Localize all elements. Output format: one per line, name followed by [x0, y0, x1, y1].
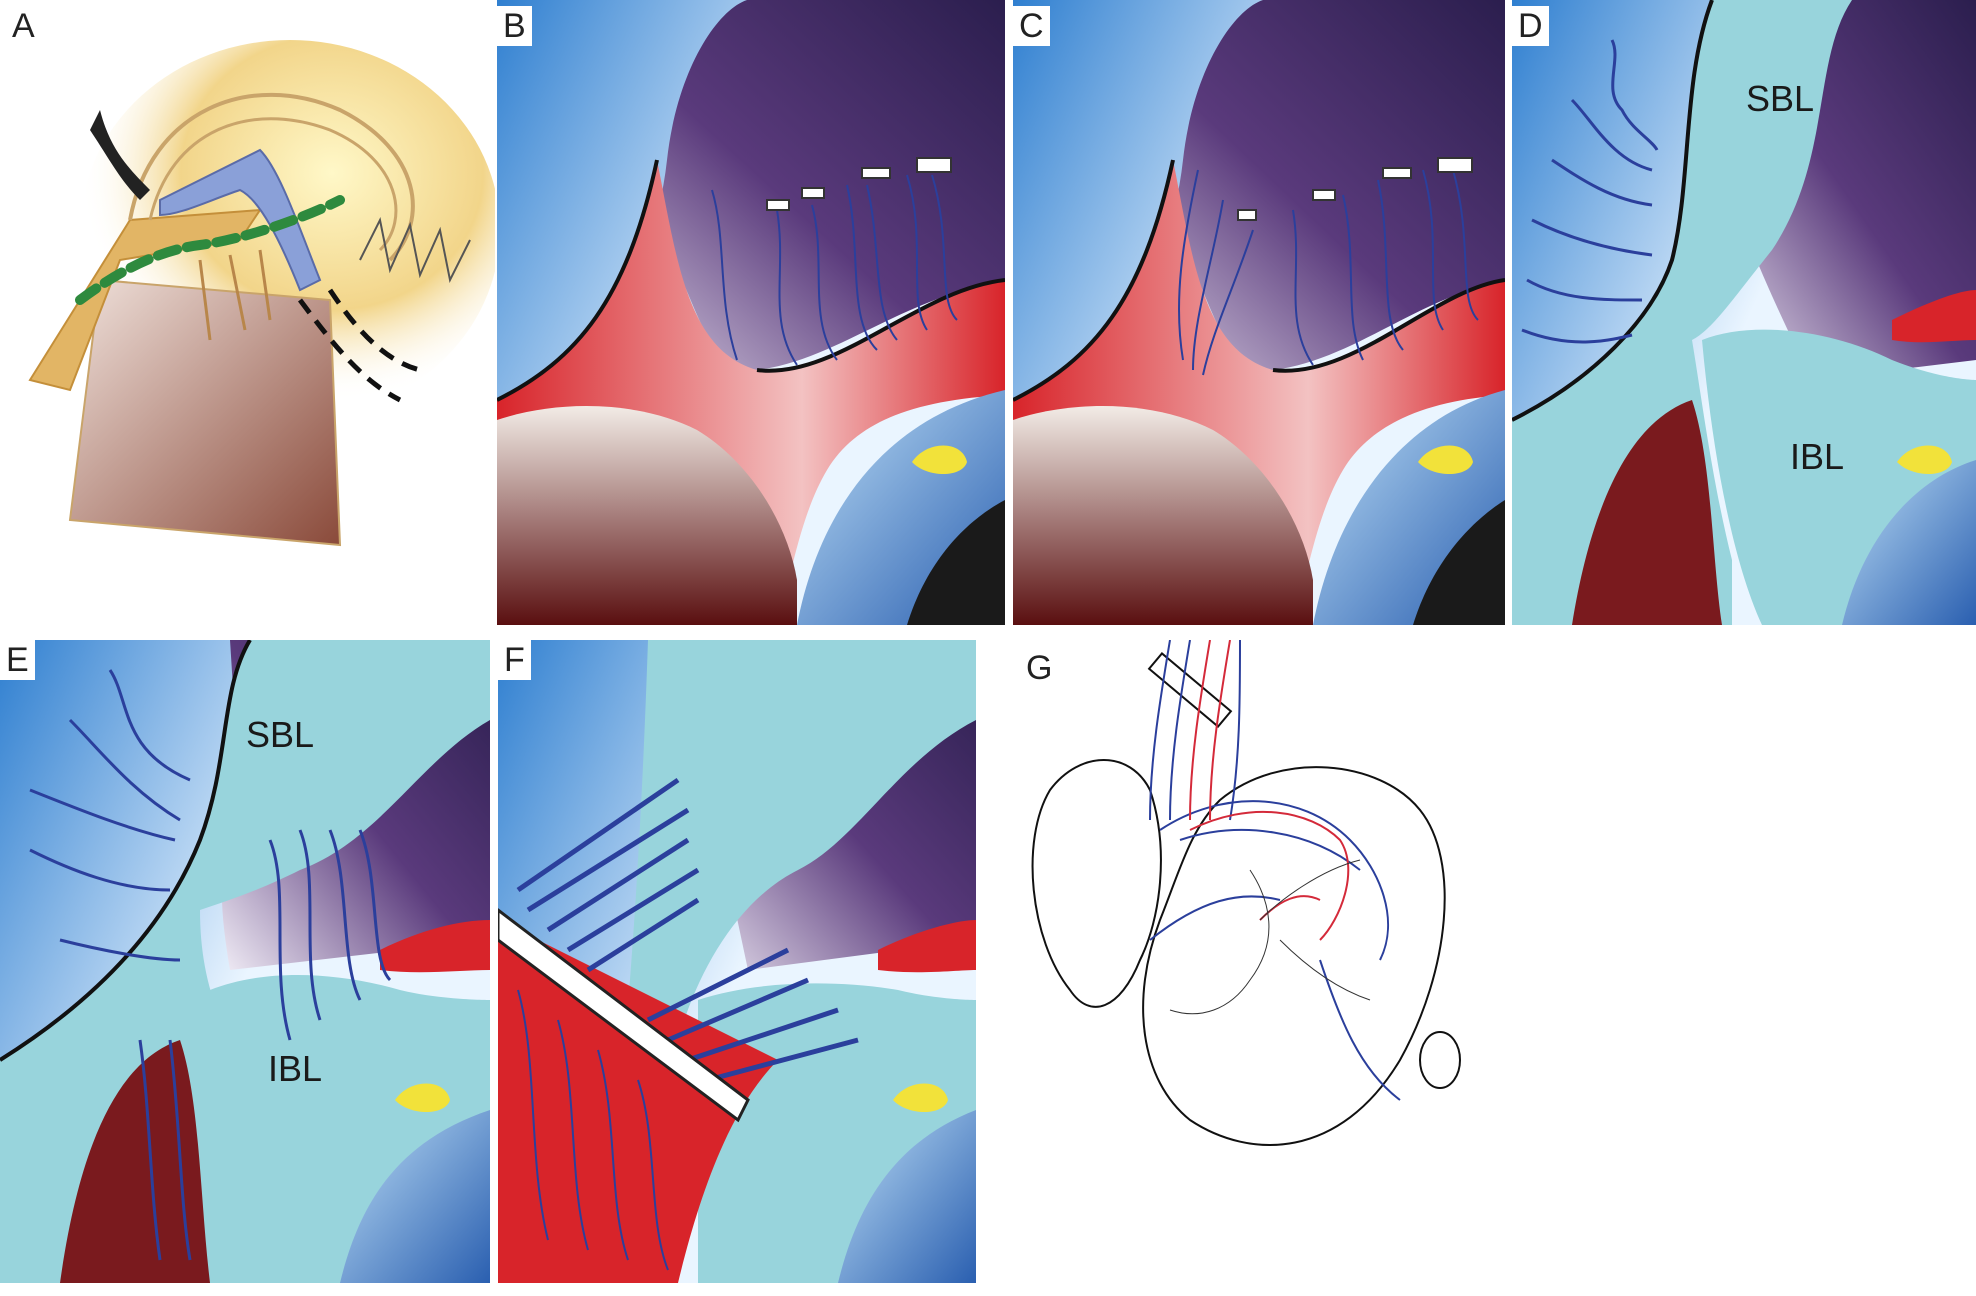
panel-e-illustration [0, 640, 490, 1283]
sbl-label: SBL [246, 714, 315, 755]
muscle-flap [380, 920, 490, 973]
bone-shape [1572, 400, 1722, 625]
branch-lines [1169, 859, 1371, 1015]
blue-structure [340, 1110, 490, 1283]
bone-shape [497, 406, 797, 625]
panel-a: A [0, 0, 495, 555]
red-muscle [878, 920, 976, 973]
fibers [198, 249, 272, 341]
nerve-strand [517, 989, 669, 1271]
edge-line [0, 640, 252, 1062]
bone-fragments [766, 157, 952, 211]
panel-f: F [498, 640, 976, 1283]
yellow-structure [893, 1083, 948, 1112]
panel-e: E SBL IBL [0, 640, 490, 1283]
panel-b-label: B [497, 6, 532, 46]
panel-f-illustration [498, 640, 976, 1283]
panel-f-label: F [498, 640, 531, 680]
muscle-flap [498, 920, 778, 1283]
sbl-label: SBL [1746, 78, 1815, 119]
retractor-bar [498, 908, 750, 1123]
sketch-outline [1031, 759, 1162, 1008]
panel-b: B [497, 0, 1005, 625]
sketch-outline [1142, 766, 1446, 1146]
muscle-flap [159, 148, 322, 292]
panel-a-illustration [28, 40, 495, 547]
artery-strand [1189, 640, 1350, 941]
ibl-label: IBL [268, 1048, 323, 1089]
purple-region [1083, 0, 1505, 400]
dark-bone [1413, 500, 1505, 625]
panel-g: G [1020, 640, 1580, 1296]
panel-b-illustration [497, 0, 1005, 625]
panel-d-label: D [1512, 6, 1549, 46]
yellow-structure [1897, 445, 1952, 474]
panel-a-label: A [6, 6, 41, 46]
blue-structure [838, 1110, 976, 1283]
nerve-strand [1521, 39, 1659, 344]
panel-c-label: C [1013, 6, 1050, 46]
dashed-outline [298, 288, 421, 403]
sbl-tissue [1512, 0, 1852, 625]
bone-shape [68, 278, 342, 547]
edge-line [1512, 0, 1714, 422]
bone-shape [1013, 406, 1313, 625]
arch-outline-inner [148, 117, 398, 252]
sbl-tissue [598, 640, 976, 1283]
panel-d-illustration [1512, 0, 1976, 625]
nerve-strand [29, 669, 392, 1261]
edge-line [497, 159, 1005, 402]
muscle-flap [1892, 290, 1976, 343]
edge-line [1013, 159, 1505, 402]
retraction-lines [516, 777, 859, 1083]
nerve-strand [711, 174, 958, 366]
panel-c: C [1013, 0, 1505, 625]
yellow-structure [912, 445, 967, 474]
blue-structure [1842, 460, 1976, 625]
bone-shape [60, 1040, 210, 1283]
panel-c-illustration [1013, 0, 1505, 625]
hook-instrument [90, 110, 150, 200]
ibl-label: IBL [1790, 436, 1845, 477]
retractor-bar [1147, 652, 1233, 728]
nerve-strand [75, 195, 345, 305]
panel-e-label: E [0, 640, 35, 680]
zigzag-suture [359, 216, 471, 284]
yellow-structure [1418, 445, 1473, 474]
dark-bone [907, 500, 1005, 625]
nerve-strand [1149, 640, 1401, 1101]
arch-outline [128, 92, 415, 262]
panel-d: D SBL IBL [1512, 0, 1976, 625]
yellow-structure [395, 1083, 450, 1112]
nerve-strand [1177, 169, 1479, 376]
panel-g-illustration [1031, 640, 1461, 1146]
panel-g-label: G [1020, 648, 1059, 688]
small-oval [1419, 1031, 1461, 1089]
bone-fragments [1237, 157, 1473, 221]
